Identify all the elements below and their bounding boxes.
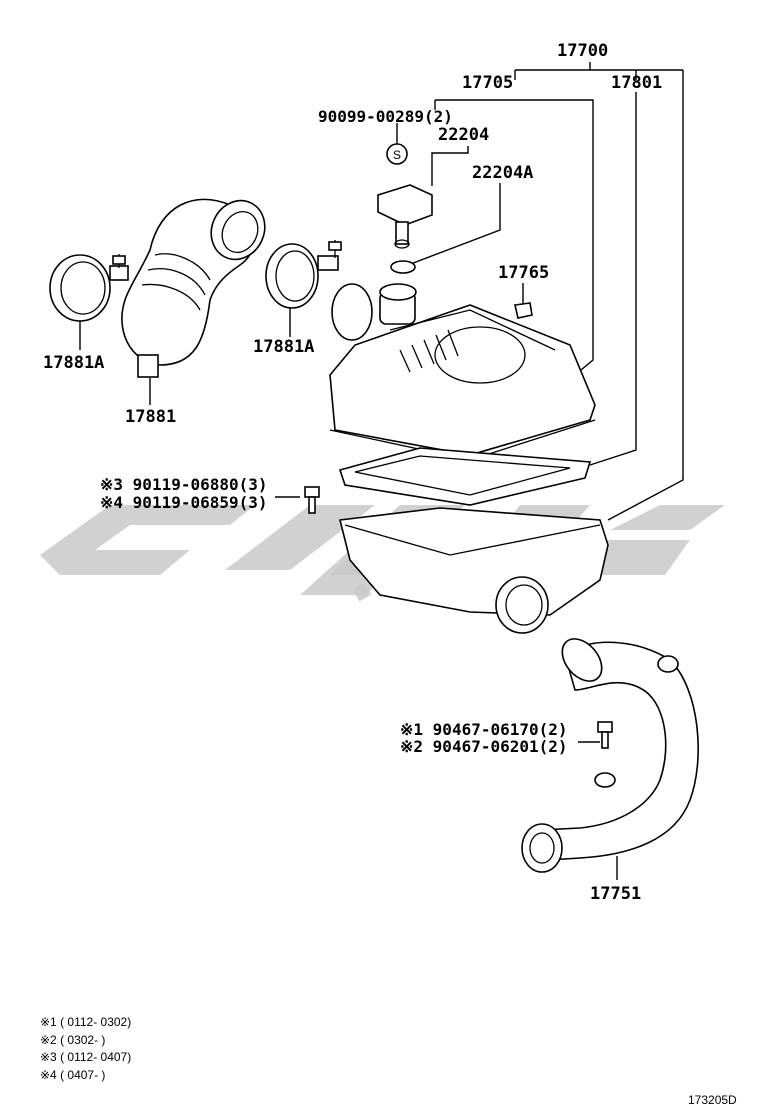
label-17881A-right: 17881A [253,337,314,357]
label-17765: 17765 [498,263,549,283]
s-mark: S [393,148,401,162]
note-1: ※1 ( 0112- 0302) [40,1015,131,1029]
label-17700: 17700 [557,41,608,61]
label-17881: 17881 [125,407,176,427]
intake-hose [121,198,266,378]
hose-clamp-left [49,254,129,322]
air-filter-element [338,447,592,506]
hose-clamp-right [265,240,342,309]
note-3: ※3 ( 0112- 0407) [40,1050,131,1064]
label-17751: 17751 [590,884,641,904]
label-22204: 22204 [438,125,489,145]
inlet-duct [521,638,699,873]
label-90099-00289: 90099-00289(2) [318,107,453,126]
label-22204A: 22204A [472,163,533,183]
label-17881A-left: 17881A [43,353,104,373]
note-4: ※4 ( 0407- ) [40,1068,105,1082]
clip [514,302,533,319]
label-90467-06201: ※2 90467-06201(2) [400,737,568,756]
label-17705: 17705 [462,73,513,93]
figure-reference: 173205D [688,1093,737,1107]
label-17801: 17801 [611,73,662,93]
bolt-90119 [304,486,320,514]
air-flow-meter [377,143,433,249]
bolt-90467 [594,721,616,788]
air-cleaner-cap [329,283,596,461]
air-cleaner-case [339,507,609,634]
o-ring [390,260,416,274]
leader-lines [79,62,684,880]
label-90119-06880: ※3 90119-06880(3) [100,475,268,494]
label-90467-06170: ※1 90467-06170(2) [400,720,568,739]
label-90119-06859: ※4 90119-06859(3) [100,493,268,512]
note-2: ※2 ( 0302- ) [40,1033,105,1047]
